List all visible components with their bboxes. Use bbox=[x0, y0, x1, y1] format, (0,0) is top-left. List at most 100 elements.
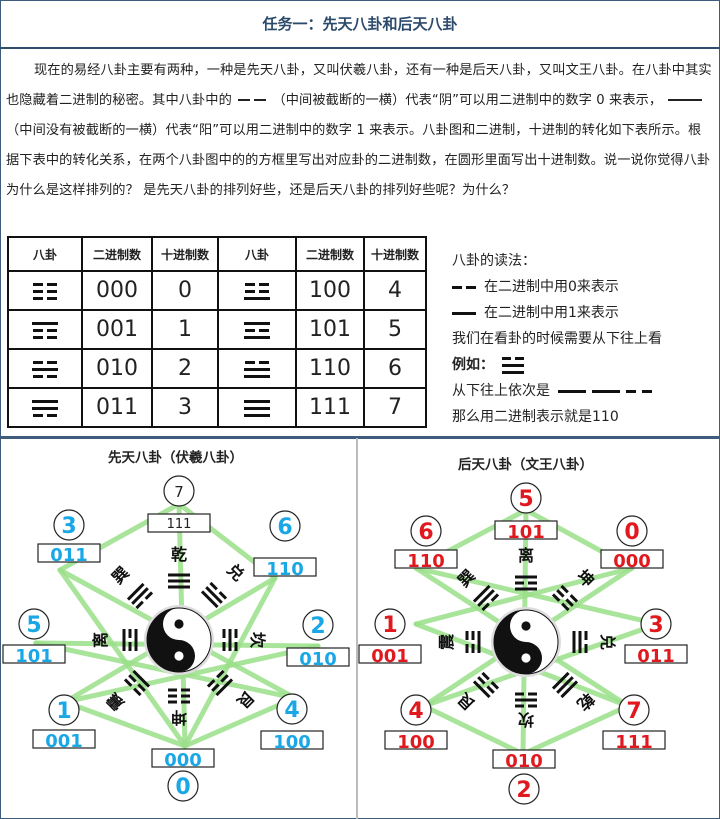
decimal-cell: 1 bbox=[151, 309, 219, 350]
yin-line-icon bbox=[452, 285, 476, 289]
table-row: 000 0 100 4 bbox=[7, 270, 427, 311]
col-header: 八卦 bbox=[7, 236, 83, 272]
decimal-cell: 3 bbox=[151, 387, 219, 428]
binary-box bbox=[147, 513, 211, 533]
trigram-line bbox=[472, 584, 491, 603]
handwritten-binary: 110 bbox=[407, 551, 445, 572]
handwritten-decimal: 3 bbox=[648, 613, 663, 638]
trigram-line bbox=[131, 587, 149, 605]
decimal-circle bbox=[53, 509, 85, 541]
table-row: 001 1 101 5 bbox=[7, 309, 427, 350]
trigram-line bbox=[122, 629, 126, 651]
trigram-line bbox=[584, 644, 588, 653]
trigram-line bbox=[561, 602, 570, 612]
handwritten-decimal: 6 bbox=[418, 520, 433, 545]
trigram-line bbox=[515, 704, 524, 708]
trigram-line bbox=[181, 688, 190, 692]
page-title: 任务一：先天八卦和后天八卦 bbox=[262, 15, 458, 33]
trigram-name: 离 bbox=[518, 546, 534, 565]
binary-box bbox=[286, 647, 350, 667]
table-row: 011 3 111 7 bbox=[7, 387, 427, 428]
diagram-divider bbox=[356, 438, 358, 819]
handwritten-binary: 100 bbox=[273, 732, 311, 753]
trigram-icon bbox=[123, 669, 151, 697]
green-connector-line bbox=[520, 703, 631, 757]
yin-rule-text: 在二进制中用0来表示 bbox=[484, 279, 619, 295]
trigram-name: 乾 bbox=[171, 545, 187, 564]
trigram-name: 巽 bbox=[108, 563, 133, 588]
table-row: 010 2 110 6 bbox=[7, 348, 427, 389]
trigram-zhen-icon bbox=[217, 270, 297, 311]
decimal-circle bbox=[508, 773, 540, 805]
handwritten-decimal: 2 bbox=[310, 614, 325, 639]
trigram-line bbox=[168, 694, 177, 698]
decimal-circle bbox=[510, 482, 542, 514]
trigram-icon bbox=[515, 575, 537, 591]
trigram-line bbox=[569, 594, 579, 603]
decimal-circle bbox=[163, 475, 195, 507]
trigram-icon bbox=[472, 584, 500, 612]
printed-decimal: 7 bbox=[174, 483, 184, 501]
col-header: 十进制数 bbox=[363, 236, 427, 272]
decimal-circle bbox=[276, 693, 308, 725]
sequence-text: 从下往上依次是 bbox=[452, 383, 550, 399]
handwritten-binary: 001 bbox=[371, 646, 409, 667]
trigram-line bbox=[123, 678, 133, 687]
trigram-line bbox=[133, 687, 142, 697]
binary-box bbox=[494, 520, 558, 540]
green-connector-line bbox=[421, 703, 526, 757]
trigram-line bbox=[477, 676, 486, 685]
trigram-line bbox=[515, 692, 524, 696]
trigram-line bbox=[551, 671, 570, 690]
handwritten-decimal: 4 bbox=[408, 699, 423, 724]
trigram-line bbox=[168, 573, 190, 577]
trigram-icon bbox=[465, 631, 481, 653]
decimal-circle bbox=[618, 694, 650, 726]
handwritten-decimal: 0 bbox=[624, 520, 639, 545]
trigram-line bbox=[181, 700, 190, 704]
handwritten-decimal: 5 bbox=[26, 613, 41, 638]
bagua-conversion-table: 八卦 二进制数 十进制数 八卦 二进制数 十进制数 000 0 100 4 00… bbox=[7, 236, 427, 428]
trigram-line bbox=[556, 676, 574, 694]
trigram-icon bbox=[168, 688, 190, 704]
trigram-line bbox=[211, 683, 220, 692]
trigram-icon bbox=[551, 671, 579, 699]
trigram-line bbox=[560, 680, 579, 699]
trigram-line bbox=[515, 581, 524, 585]
trigram-line bbox=[206, 679, 216, 688]
binary-box bbox=[260, 730, 324, 750]
trigram-line bbox=[578, 631, 582, 653]
xiantian-title: 先天八卦（伏羲八卦） bbox=[108, 450, 243, 466]
trigram-line bbox=[528, 704, 537, 708]
reading-guide: 八卦的读法： 在二进制中用0来表示 在二进制中用1来表示 我们在看卦的时候需要从… bbox=[452, 248, 662, 430]
handwritten-decimal: 5 bbox=[518, 487, 533, 512]
decimal-cell: 4 bbox=[363, 270, 427, 311]
handwritten-decimal: 4 bbox=[284, 698, 299, 723]
decimal-circle bbox=[374, 608, 406, 640]
trigram-name: 坎 bbox=[248, 632, 267, 648]
handwritten-binary: 010 bbox=[505, 751, 543, 772]
trigram-name: 兑 bbox=[223, 560, 248, 585]
trigram-line bbox=[209, 581, 218, 591]
trigram-qian-icon bbox=[217, 387, 297, 428]
trigram-icon bbox=[572, 631, 588, 653]
trigram-line bbox=[560, 584, 569, 594]
trigram-dui-icon bbox=[217, 348, 297, 389]
trigram-line bbox=[490, 681, 500, 690]
handwritten-binary: 110 bbox=[266, 559, 304, 580]
trigram-line bbox=[515, 587, 537, 591]
col-header: 十进制数 bbox=[151, 236, 219, 272]
green-connector-line bbox=[62, 699, 188, 749]
trigram-name: 兑 bbox=[598, 634, 617, 650]
decimal-circle bbox=[48, 694, 80, 726]
trigram-line bbox=[477, 631, 481, 653]
trigram-icon bbox=[551, 584, 579, 612]
example-label: 例如： bbox=[452, 357, 494, 373]
trigram-li-icon bbox=[217, 309, 297, 350]
trigram-line bbox=[200, 590, 219, 609]
trigram-line bbox=[168, 579, 190, 583]
sequence-lines-icon bbox=[558, 389, 652, 393]
binary-box bbox=[151, 748, 215, 768]
binary-box bbox=[624, 644, 688, 664]
